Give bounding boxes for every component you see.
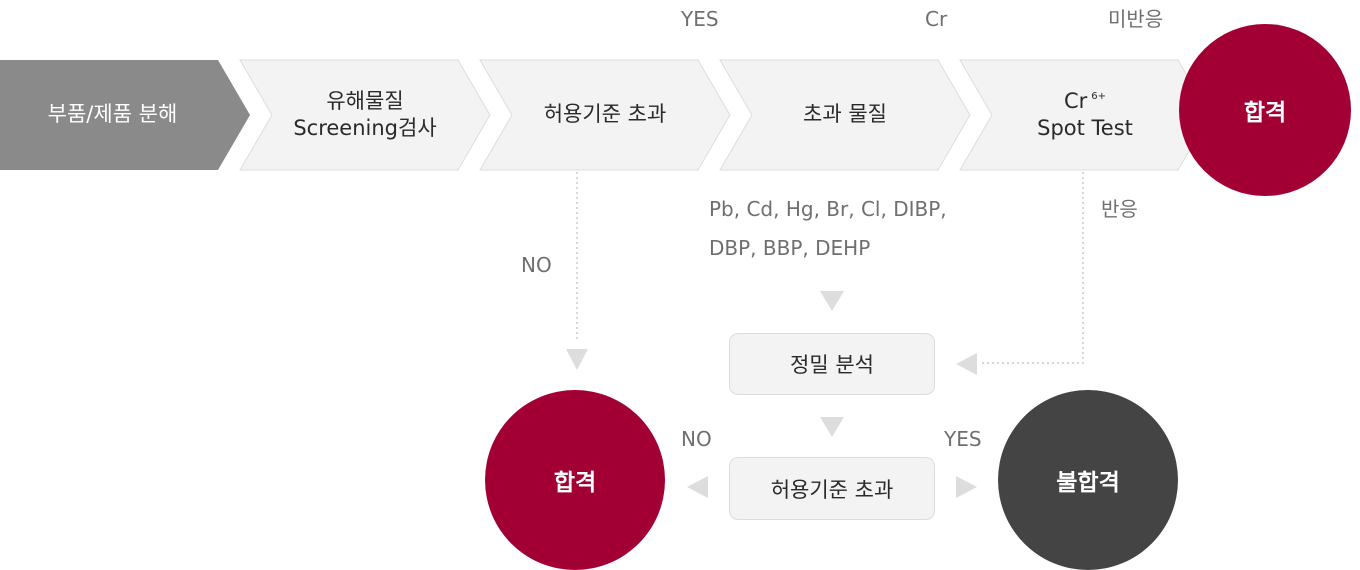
no-arrow-down bbox=[566, 349, 588, 370]
step-chevron-spot-test bbox=[959, 59, 1211, 171]
top-pass-circle: 합격 bbox=[1179, 24, 1351, 196]
label-reacted: 반응 bbox=[1101, 197, 1138, 221]
step-substance-label: 초과 물질 bbox=[803, 102, 887, 127]
substances-line1: Pb, Cd, Hg, Br, Cl, DIBP, bbox=[709, 197, 947, 221]
step-chevron-screening bbox=[239, 59, 491, 171]
step-disassembly-label: 부품/제품 분해 bbox=[47, 102, 178, 127]
step-screening: 유해물질 Screening검사 bbox=[252, 60, 478, 170]
substances-line2: DBP, BBP, DEHP bbox=[709, 236, 871, 260]
precision-arrow-down bbox=[820, 417, 844, 437]
top-pass-label: 합격 bbox=[1243, 100, 1287, 126]
precision-analysis-box: 정밀 분석 bbox=[729, 333, 935, 395]
step-chevron-disassembly bbox=[0, 60, 250, 170]
step-screening-line1: 유해물질 bbox=[326, 88, 404, 113]
exceed-check-box: 허용기준 초과 bbox=[729, 457, 935, 520]
step-spot-test-cr: Cr bbox=[1063, 88, 1088, 113]
label-yes-bottom: YES bbox=[944, 427, 982, 451]
label-yes-top: YES bbox=[681, 7, 719, 31]
reacted-arrow-left bbox=[956, 353, 977, 375]
pass-circle: 합격 bbox=[485, 390, 665, 570]
step-spot-test-line2: Spot Test bbox=[1037, 116, 1133, 140]
label-unreacted: 미반응 bbox=[1108, 7, 1164, 31]
step-chevron-exceed bbox=[479, 59, 731, 171]
no-arrow-left bbox=[687, 476, 708, 498]
fail-circle: 불합격 bbox=[998, 390, 1178, 570]
step-exceed-label: 허용기준 초과 bbox=[543, 102, 667, 127]
label-no-bottom: NO bbox=[681, 427, 712, 451]
step-spot-test-superscript: 6+ bbox=[1091, 90, 1107, 102]
pass-label: 합격 bbox=[553, 470, 597, 496]
step-chevron-substance bbox=[719, 59, 971, 171]
step-substance: 초과 물질 bbox=[732, 60, 958, 170]
step-screening-line2: Screening검사 bbox=[293, 116, 437, 140]
step-exceed: 허용기준 초과 bbox=[492, 60, 718, 170]
precision-analysis-label: 정밀 분석 bbox=[790, 353, 874, 377]
fail-label: 불합격 bbox=[1056, 470, 1120, 496]
reacted-connector-line bbox=[982, 172, 1084, 364]
step-disassembly: 부품/제품 분해 bbox=[0, 60, 225, 170]
label-cr-top: Cr bbox=[925, 7, 948, 31]
yes-arrow-right bbox=[956, 476, 977, 498]
label-no-left: NO bbox=[521, 253, 552, 277]
exceed-check-label: 허용기준 초과 bbox=[770, 477, 894, 502]
substance-arrow-down bbox=[820, 291, 844, 311]
